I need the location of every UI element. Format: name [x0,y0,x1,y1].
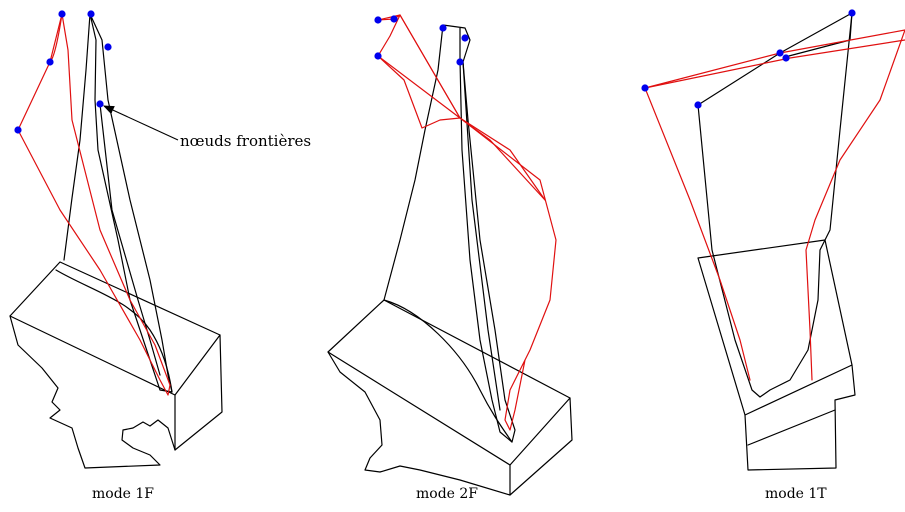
boundary-node [776,49,784,57]
blade-inner-line [99,103,161,376]
blade-platform [697,239,853,416]
annotation-arrow [103,105,179,141]
blade-tip-undeformed [697,12,853,106]
blade-inner-line [462,61,501,411]
blade-platform [9,261,221,396]
boundary-node [58,10,66,18]
panel-mode-2f [327,14,573,496]
platform-front-face [509,397,573,496]
caption-mode-1t: mode 1T [765,486,827,502]
boundary-node [46,58,54,66]
caption-mode-1f: mode 1F [92,486,155,502]
boundary-node [456,58,464,66]
boundary-node [848,9,856,17]
caption-mode-2f: mode 2F [416,486,479,502]
platform-front-face [174,334,223,451]
blade-deformed-shape [644,29,905,381]
platform-lower-edge [747,409,836,446]
panel-mode-1t [641,9,905,471]
blade-deformed-edge [644,87,751,381]
blade-pressure-side [383,299,513,443]
blade-deformed-edge [377,55,546,201]
boundary-node [390,15,398,23]
boundary-node [374,16,382,24]
boundary-node [694,101,702,109]
blade-airfoil-undeformed [383,24,516,443]
boundary-node [439,24,447,32]
blade-root [9,315,176,469]
blade-airfoil-undeformed [697,12,853,398]
boundary-node [96,100,104,108]
blade-pressure-side [55,269,173,393]
panel-mode-1f [9,10,223,469]
blade-platform [327,299,571,466]
boundary-node [782,54,790,62]
blade-deformed-shape [17,13,171,396]
blade-deformed-tip [644,39,905,89]
boundary-node [14,126,22,134]
boundary-node [87,10,95,18]
blade-deformed-cross [399,14,546,201]
blade-deformed-tip [377,14,461,129]
boundary-node [641,84,649,92]
boundary-node [461,34,469,42]
blade-airfoil-undeformed [63,13,173,393]
platform-front-face [744,364,856,471]
blade-root [327,351,511,496]
boundary-nodes-label: nœuds frontières [180,132,312,150]
boundary-node [374,52,382,60]
boundary-node [104,43,112,51]
